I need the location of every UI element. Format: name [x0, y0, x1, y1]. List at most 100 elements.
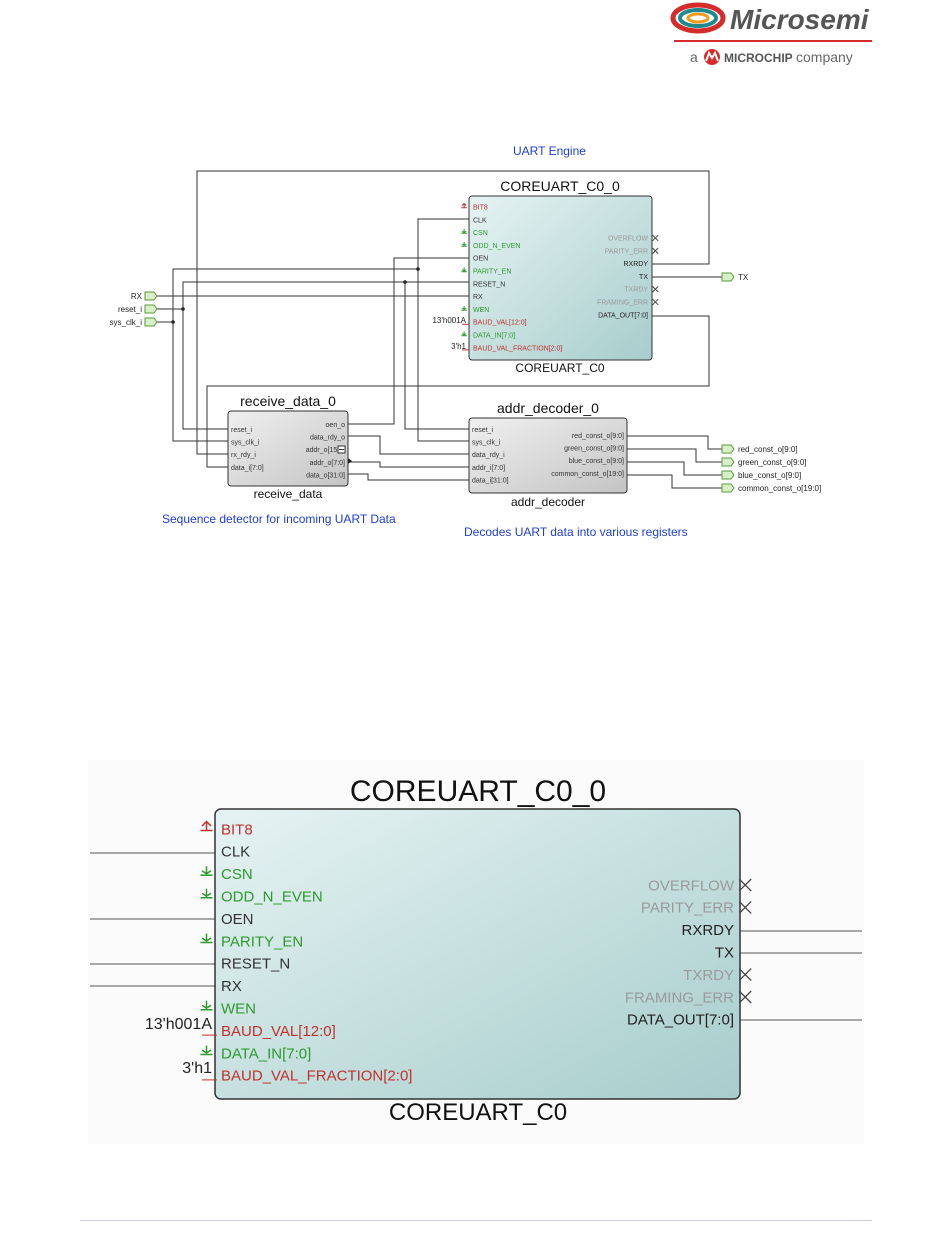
- caption-decodes: Decodes UART data into various registers: [464, 525, 688, 539]
- coreuart-port-parity-en: PARITY_EN: [473, 268, 511, 275]
- tie-low-icon: [200, 888, 213, 899]
- tie-low-icon: [461, 331, 467, 337]
- logo-wordmark: Microsemi: [730, 4, 870, 35]
- port-tx: TX: [738, 273, 749, 282]
- zoom-port-oen: OEN: [221, 911, 254, 928]
- unconnected-x-icon: [652, 298, 659, 306]
- port-reset-i: reset_i: [118, 305, 142, 314]
- bus-arrow-icon: [348, 458, 352, 464]
- rd-port-oen-o: oen_o: [326, 422, 346, 429]
- footer-rule: [80, 1220, 872, 1221]
- tie-low-icon: [461, 305, 467, 311]
- tie-low-icon: [461, 241, 467, 247]
- coreuart-port-overflow: OVERFLOW: [608, 235, 648, 242]
- zoom-port-reset-n: RESET_N: [221, 956, 290, 973]
- coreuart-port-wen: WEN: [473, 307, 489, 314]
- tie-low-icon: [200, 933, 213, 944]
- addr-decoder-block[interactable]: [468, 417, 628, 494]
- tie-low-icon: [200, 1000, 213, 1011]
- output-ports: TX red_const_o[9:0] green_const_o[9:0] b…: [721, 272, 821, 493]
- zoom-wires: [90, 852, 862, 1021]
- coreuart-port-tx: TX: [639, 274, 648, 281]
- rx-port-icon: [144, 291, 158, 301]
- rd-port-reset-i: reset_i: [231, 427, 252, 434]
- unconnected-x-icon: [738, 968, 752, 982]
- common-port-icon: [721, 483, 735, 493]
- zoom-port-overflow: OVERFLOW: [648, 877, 735, 894]
- receive-data-block[interactable]: [227, 410, 349, 487]
- coreuart-port-baud-val-12-0: BAUD_VAL[12:0]: [473, 320, 527, 327]
- microsemi-logo: Microsemi a MICROCHIP company: [668, 0, 878, 72]
- zoom-port-clk: CLK: [221, 844, 250, 861]
- coreuart-port-txrdy: TXRDY: [624, 287, 648, 294]
- coreuart-port-data-out-7-0: DATA_OUT[7:0]: [598, 312, 648, 319]
- coreuart-block[interactable]: [468, 195, 653, 361]
- coreuart-port-framing-err: FRAMING_ERR: [597, 299, 648, 306]
- coreuart-port-clk: CLK: [473, 217, 487, 224]
- zoom-frac-const: 3'h1: [182, 1060, 212, 1077]
- zoom-port-data-in-7-0: DATA_IN[7:0]: [221, 1045, 311, 1062]
- zoom-component-label: COREUART_C0: [389, 1099, 567, 1126]
- zoom-right-ports: OVERFLOWPARITY_ERRRXRDYTXTXRDYFRAMING_ER…: [625, 877, 752, 1029]
- tagline-a: a: [690, 49, 698, 65]
- zoom-port-framing-err: FRAMING_ERR: [625, 989, 734, 1006]
- tagline-company: company: [796, 49, 853, 65]
- microchip-icon: [704, 49, 720, 65]
- green-port-icon: [721, 457, 735, 467]
- coreuart-instance-label: COREUART_C0_0: [500, 178, 620, 194]
- tie-low-icon: [461, 267, 467, 273]
- tie-high-icon: [200, 820, 213, 832]
- port-common-const: common_const_o[19:0]: [738, 484, 821, 493]
- zoom-baud-const: 13'h001A: [145, 1016, 212, 1033]
- reset-port-icon: [144, 304, 158, 314]
- zoom-left-ports: BIT8CLKCSNODD_N_EVENOENPARITY_ENRESET_NR…: [200, 820, 412, 1085]
- zoom-instance-label: COREUART_C0_0: [350, 775, 606, 808]
- blue-port-icon: [721, 470, 735, 480]
- zoom-port-tx: TX: [715, 944, 734, 961]
- receive-data-instance-label: receive_data_0: [240, 393, 336, 409]
- receive-data-component-label: receive_data: [254, 487, 323, 501]
- ad-port-common-const-o-19-0: common_const_o[19:0]: [551, 471, 624, 478]
- caption-sequence-detector: Sequence detector for incoming UART Data: [162, 512, 396, 526]
- tie-high-icon: [461, 202, 467, 209]
- top-schematic: COREUART_C0_0 COREUART_C0 BIT8CLKCSNODD_…: [110, 170, 821, 509]
- rd-port-data-rdy-o: data_rdy_o: [310, 435, 345, 442]
- port-red-const: red_const_o[9:0]: [738, 445, 798, 454]
- zoom-port-data-out-7-0: DATA_OUT[7:0]: [627, 1012, 734, 1029]
- baud-const-label: 13'h001A: [432, 316, 466, 325]
- tie-low-icon: [200, 866, 213, 877]
- ad-port-data-rdy-i: data_rdy_i: [472, 452, 505, 459]
- ad-port-data-i-31-0: data_i[31:0]: [472, 477, 509, 484]
- port-rx: RX: [131, 292, 143, 301]
- unconnected-x-icon: [738, 878, 752, 892]
- rd-port-rx-rdy-i: rx_rdy_i: [231, 452, 256, 459]
- ad-port-reset-i: reset_i: [472, 427, 493, 434]
- zoom-port-rxrdy: RXRDY: [681, 922, 734, 939]
- zoom-port-parity-en: PARITY_EN: [221, 933, 303, 950]
- rd-port-data-i-7-0: data_i[7:0]: [231, 465, 264, 472]
- red-port-icon: [721, 444, 735, 454]
- unconnected-x-icon: [652, 247, 659, 254]
- unconnected-x-icon: [652, 286, 659, 293]
- net-wires: [157, 170, 722, 489]
- input-ports: RX reset_i sys_clk_i: [110, 291, 158, 327]
- addr-decoder-component-label: addr_decoder: [511, 495, 585, 509]
- addr-decoder-instance-label: addr_decoder_0: [497, 400, 599, 416]
- tx-port-icon: [721, 272, 735, 282]
- caption-uart-engine: UART Engine: [513, 144, 586, 158]
- zoom-port-odd-n-even: ODD_N_EVEN: [221, 888, 323, 905]
- sysclk-port-icon: [144, 317, 158, 327]
- zoom-coreuart-block[interactable]: [214, 808, 741, 1100]
- microsemi-swirl-icon: [670, 2, 726, 34]
- tie-low-icon: [200, 1045, 213, 1056]
- ad-port-green-const-o-9-0: green_const_o[9:0]: [564, 446, 624, 453]
- zoom-port-txrdy: TXRDY: [683, 967, 734, 984]
- rd-port-addr-o-15-0: addr_o[15:0]: [306, 447, 345, 454]
- unconnected-x-icon: [652, 234, 659, 242]
- rd-port-data-o-31-0: data_o[31:0]: [306, 472, 345, 479]
- coreuart-port-parity-err: PARITY_ERR: [605, 248, 648, 255]
- tagline-chip: MICROCHIP: [724, 51, 793, 65]
- zoom-port-baud-val-fraction-2-0: BAUD_VAL_FRACTION[2:0]: [221, 1068, 412, 1085]
- port-green-const: green_const_o[9:0]: [738, 458, 807, 467]
- ad-port-red-const-o-9-0: red_const_o[9:0]: [572, 433, 624, 440]
